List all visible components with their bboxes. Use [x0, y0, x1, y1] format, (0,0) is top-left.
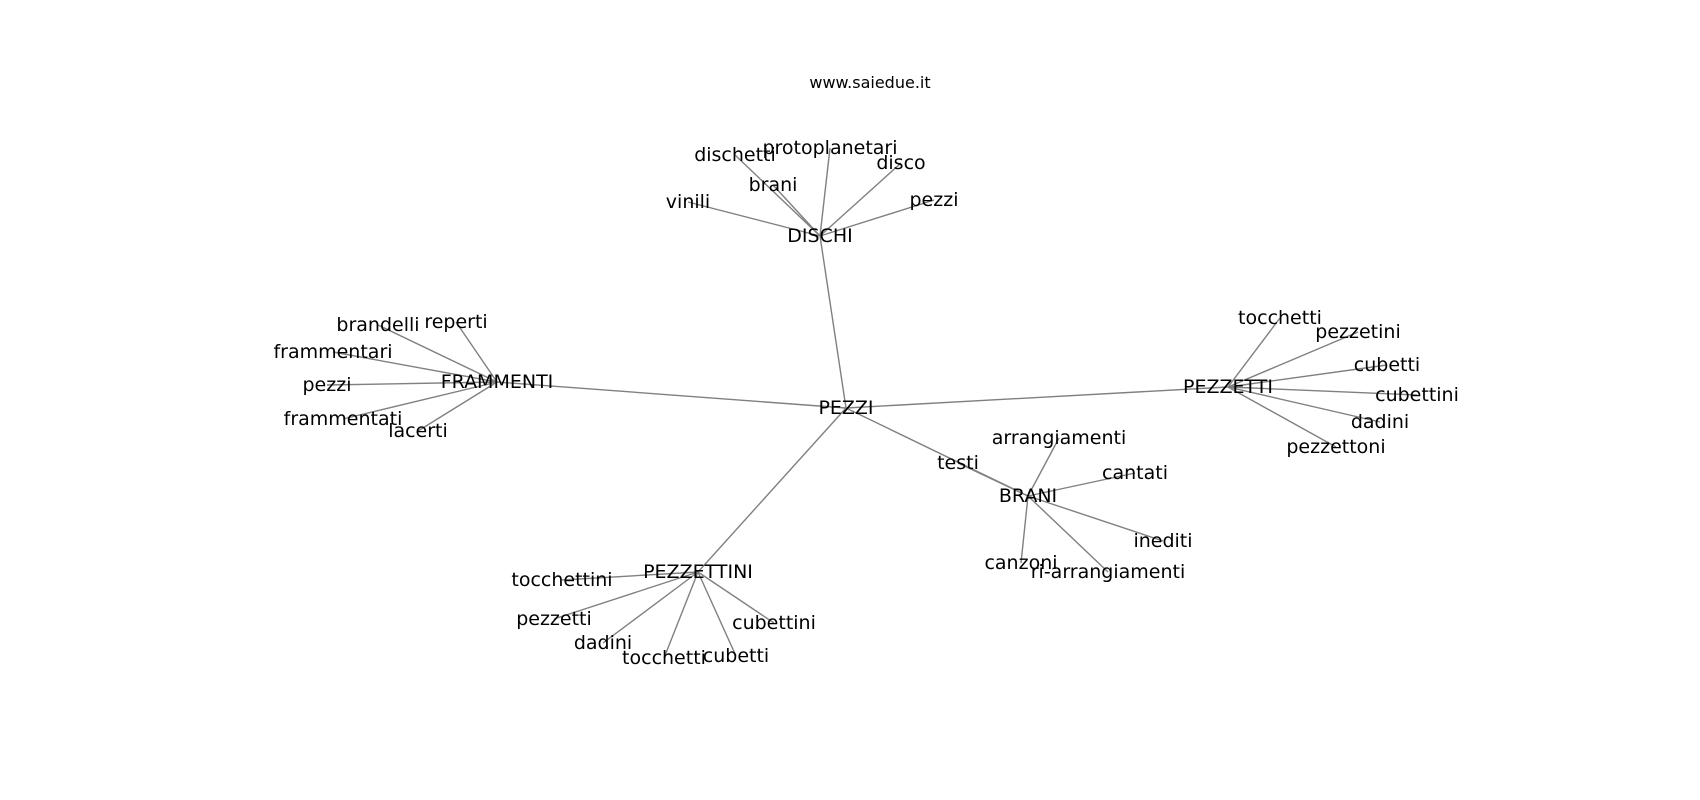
node-label-d-dischetti: dischetti — [694, 144, 776, 166]
edge-pezzetti_hub-p_dadini — [1227, 386, 1381, 423]
node-label-pt-cubetti: cubetti — [703, 645, 769, 667]
node-label-b-testi: testi — [937, 452, 979, 474]
edge-dischi-d_protoplanetari — [819, 147, 831, 237]
node-label-b-inediti: inediti — [1133, 530, 1192, 552]
node-label-pt-dadini: dadini — [574, 632, 632, 654]
node-label-d-pezzi: pezzi — [910, 189, 959, 211]
edge-pezzetti_hub-p_cubettini — [1227, 386, 1418, 396]
edge-frammenti-f_frammentati — [342, 381, 498, 420]
edge-pezzettini-pt_cubetti — [697, 571, 737, 657]
edge-frammenti-f_pezzi — [326, 381, 498, 386]
node-label-frammenti: FRAMMENTI — [441, 371, 554, 393]
node-label-f-brandelli: brandelli — [336, 314, 419, 336]
node-label-pt-tocchetti: tocchetti — [622, 647, 706, 669]
node-label-f-pezzi: pezzi — [303, 374, 352, 396]
node-label-b-ri-arrangiamenti: ri-arrangiamenti — [1031, 561, 1186, 583]
node-label-p-cubettini: cubettini — [1375, 384, 1459, 406]
node-label-d-protoplanetari: protoplanetari — [762, 137, 897, 159]
edges-layer — [326, 147, 1418, 659]
node-label-p-pezzetini: pezzetini — [1315, 321, 1400, 343]
node-label-f-lacerti: lacerti — [388, 420, 448, 442]
node-label-p-tocchetti: tocchetti — [1238, 307, 1322, 329]
edge-brani_hub-b_canzoni — [1020, 495, 1029, 564]
edge-pezzettini-pt_cubettini — [697, 571, 775, 624]
node-label-d-brani: brani — [749, 174, 798, 196]
edge-frammenti-f_frammentari — [332, 351, 498, 383]
edge-dischi-d_disco — [819, 162, 902, 237]
edge-pezzettini-pt_pezzetti — [553, 571, 699, 620]
site-title: www.saiedue.it — [809, 73, 930, 92]
edge-pezzettini-pt_tocchettini — [561, 571, 699, 581]
node-label-f-frammentati: frammentati — [284, 408, 403, 430]
node-label-pezzettini: PEZZETTINI — [643, 561, 753, 583]
node-label-p-pezzettoni: pezzettoni — [1286, 436, 1385, 458]
edge-frammenti-f_reperti — [455, 321, 498, 383]
node-label-dischi: DISCHI — [787, 225, 852, 247]
edge-pezzi_root-pezzettini — [697, 407, 847, 573]
edge-brani_hub-b_testi — [957, 462, 1029, 497]
node-label-d-vinili: vinili — [666, 191, 710, 213]
edge-brani_hub-b_ri_arrangiamenti — [1027, 495, 1109, 573]
node-label-pezzi-root: PEZZI — [818, 397, 873, 419]
node-label-pt-tocchettini: tocchettini — [511, 569, 612, 591]
edge-pezzi_root-dischi — [819, 235, 847, 409]
edge-dischi-d_brani — [772, 184, 821, 237]
node-label-f-reperti: reperti — [424, 311, 487, 333]
node-label-b-canzoni: canzoni — [984, 552, 1057, 574]
edge-pezzetti_hub-p_pezzetini — [1227, 331, 1359, 388]
edge-brani_hub-b_cantati — [1027, 472, 1136, 497]
edge-brani_hub-b_arrangiamenti — [1027, 437, 1060, 497]
node-label-pezzetti-hub: PEZZETTI — [1183, 376, 1273, 398]
edge-dischi-d_pezzi — [819, 199, 935, 237]
edge-frammenti-f_brandelli — [377, 324, 498, 383]
edge-pezzi_root-frammenti — [496, 381, 847, 409]
node-label-pt-pezzetti: pezzetti — [516, 608, 592, 630]
node-label-pt-cubettini: cubettini — [732, 612, 816, 634]
node-label-f-frammentari: frammentari — [273, 341, 392, 363]
node-label-p-cubetti: cubetti — [1354, 354, 1420, 376]
node-label-b-arrangiamenti: arrangiamenti — [992, 427, 1127, 449]
node-label-brani-hub: BRANI — [999, 485, 1057, 507]
edge-pezzetti_hub-p_pezzettoni — [1227, 386, 1337, 448]
node-label-p-dadini: dadini — [1351, 411, 1409, 433]
edge-pezzetti_hub-p_tocchetti — [1227, 317, 1281, 388]
edge-dischi-d_dischetti — [734, 154, 821, 237]
edge-pezzettini-pt_dadini — [602, 571, 699, 644]
labels-layer: PEZZI DISCHI FRAMMENTI PEZZETTI BRANI PEZZETT… — [273, 137, 1458, 669]
node-label-b-cantati: cantati — [1102, 462, 1168, 484]
edge-pezzi_root-pezzetti_hub — [845, 386, 1229, 409]
edge-brani_hub-b_inediti — [1027, 495, 1164, 542]
edge-dischi-d_vinili — [687, 201, 821, 237]
node-label-d-disco: disco — [876, 152, 925, 174]
edge-pezzettini-pt_tocchetti — [663, 571, 699, 659]
edge-pezzetti_hub-p_cubetti — [1227, 364, 1388, 388]
edge-frammenti-f_lacerti — [417, 381, 498, 432]
